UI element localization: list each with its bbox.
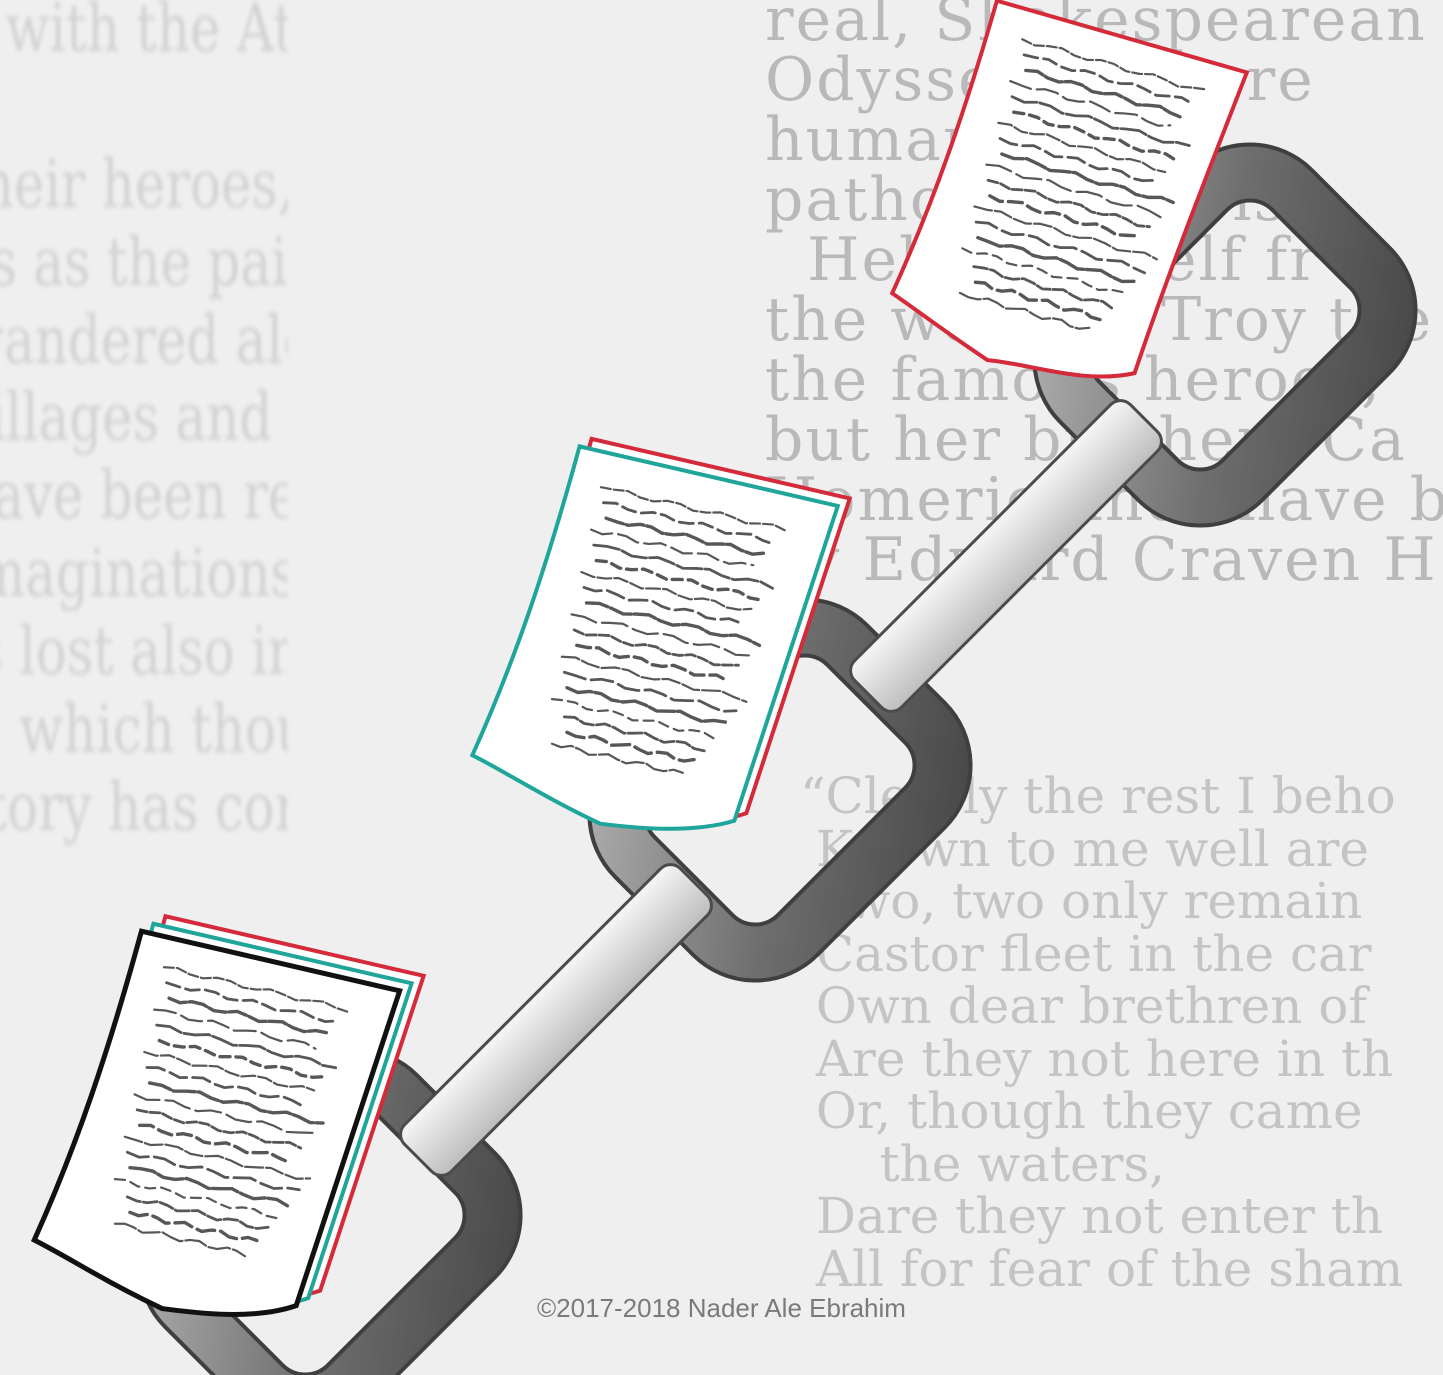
three-document-stack — [26, 904, 424, 1349]
single-document — [882, 0, 1247, 407]
two-document-stack — [464, 429, 850, 862]
copyright-footer: ©2017-2018 Nader Ale Ebrahim — [0, 1293, 1443, 1324]
connector-bar-upper — [845, 395, 1167, 717]
connector-bar-lower — [395, 859, 717, 1181]
